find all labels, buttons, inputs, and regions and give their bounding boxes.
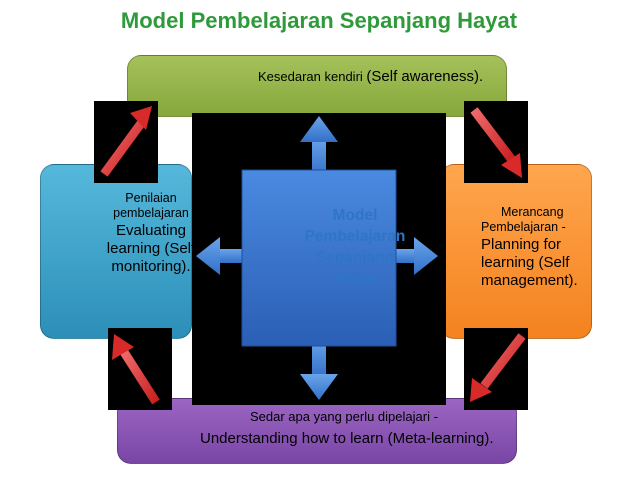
right-line-3: Planning for xyxy=(481,235,562,253)
left-line-1: Penilaian xyxy=(125,191,177,205)
diagonal-red-arrow-icon xyxy=(100,106,526,405)
left-line-5: monitoring). xyxy=(111,258,191,276)
left-line-3: Evaluating xyxy=(115,221,187,239)
right-line-1: Merancang xyxy=(501,205,564,219)
right-line-2: Pembelajaran - xyxy=(481,220,566,235)
left-line-2: pembelajaran xyxy=(113,206,189,221)
center-line-2: Pembelajaran xyxy=(304,227,406,245)
right-line-5: management). xyxy=(481,272,578,290)
center-line-1: Model xyxy=(332,207,378,224)
four-way-arrow-icon xyxy=(196,116,438,400)
diagram-title: Model Pembelajaran Sepanjang Hayat xyxy=(120,8,518,33)
self-awareness-english: (Self awareness). xyxy=(366,68,484,85)
planning-learning-text: Merancang Pembelajaran - Planning for le… xyxy=(481,205,611,290)
center-line-4: Hayat xyxy=(333,269,377,287)
self-awareness-box xyxy=(127,55,507,117)
meta-learning-english: Understanding how to learn (Meta-learnin… xyxy=(200,430,494,447)
center-square xyxy=(241,169,397,347)
self-awareness-malay: Kesedaran kendiri xyxy=(258,69,363,84)
center-line-3: Sepanjang xyxy=(315,248,395,266)
center-label: Model Pembelajaran Sepanjang Hayat xyxy=(280,206,430,290)
self-awareness-text: Kesedaran kendiri (Self awareness). xyxy=(258,68,483,86)
meta-learning-box xyxy=(117,398,517,464)
right-line-4: learning (Self xyxy=(481,253,570,271)
evaluating-learning-text: Penilaian pembelajaran Evaluating learni… xyxy=(86,191,216,276)
meta-learning-malay: Sedar apa yang perlu dipelajari - xyxy=(250,409,438,424)
planning-learning-box xyxy=(440,164,592,339)
left-line-4: learning (Self xyxy=(106,239,196,257)
